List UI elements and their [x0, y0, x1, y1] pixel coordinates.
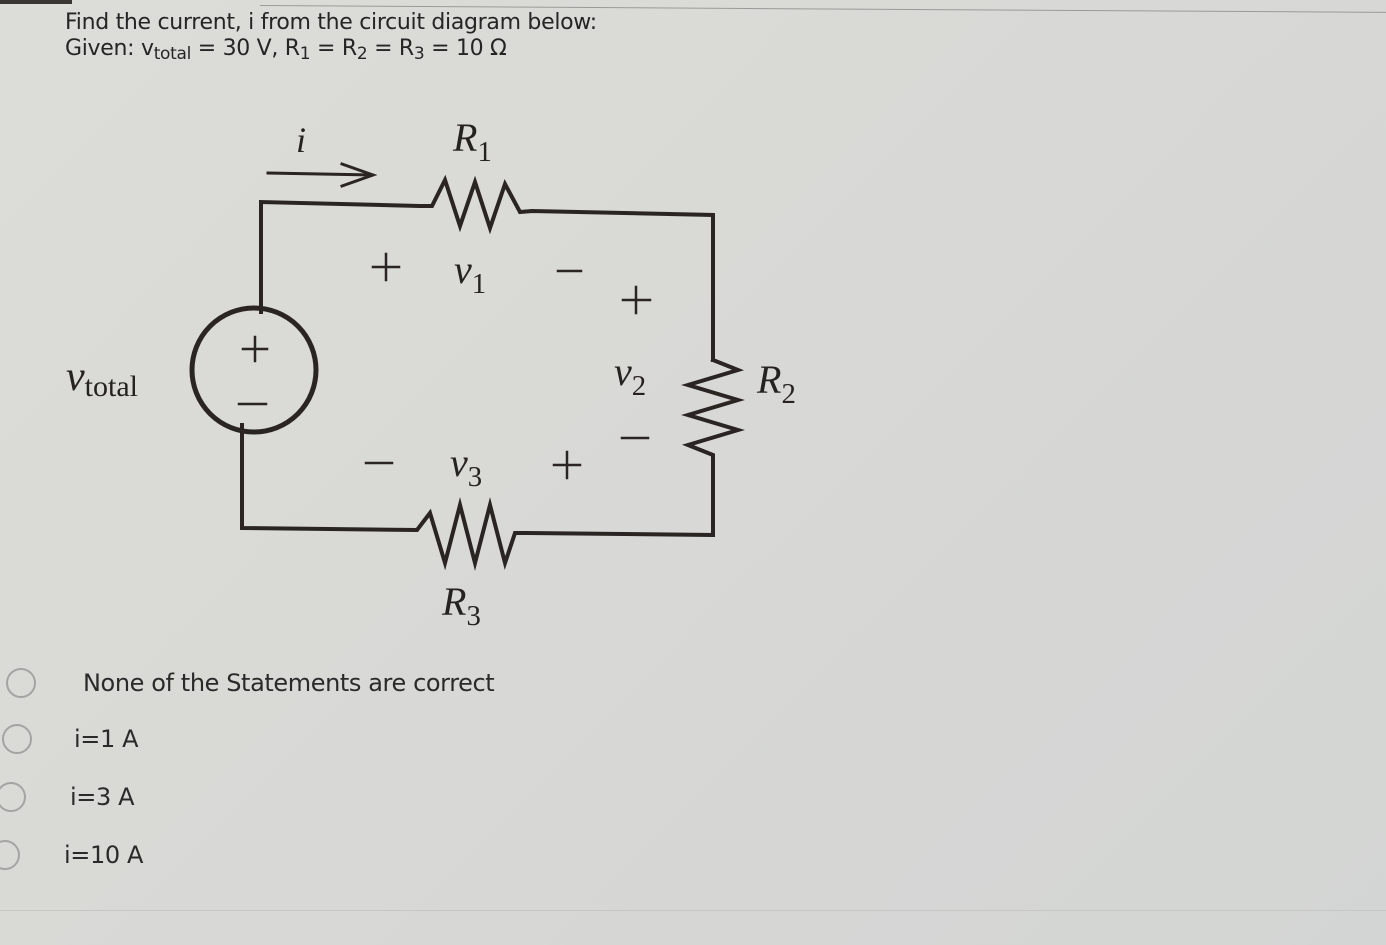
- r3-label: R3: [442, 579, 481, 633]
- v1-polarity-icon: [371, 252, 583, 282]
- r2-label: R2: [757, 357, 796, 411]
- resistor-r1-icon: [259, 174, 715, 362]
- question-given: Given: vtotal = 30 V, R1 = R2 = R3 = 10 …: [65, 36, 507, 64]
- v2-polarity-icon: [620, 285, 652, 440]
- question-text: Find the current, i from the circuit dia…: [65, 10, 597, 64]
- v3-label: v3: [450, 440, 483, 494]
- v3-polarity-icon: [364, 450, 582, 480]
- option-label: i=10 A: [64, 841, 143, 869]
- r1-label: R1: [453, 115, 492, 169]
- current-label: i: [296, 120, 307, 160]
- source-polarity-icon: [237, 335, 269, 406]
- option-i-1a[interactable]: i=1 A: [2, 724, 139, 754]
- option-i-3a[interactable]: i=3 A: [0, 782, 135, 812]
- option-i-10a[interactable]: i=10 A: [0, 840, 143, 870]
- voltage-source-icon: [189, 305, 319, 435]
- radio-button[interactable]: [6, 668, 36, 698]
- radio-button[interactable]: [2, 724, 32, 754]
- question-prompt: Find the current, i from the circuit dia…: [65, 10, 597, 35]
- option-label: i=3 A: [70, 783, 135, 811]
- top-edge-bar: [0, 0, 72, 4]
- option-label: i=1 A: [74, 725, 139, 753]
- resistor-r3-icon: [240, 423, 716, 571]
- bottom-divider: [0, 910, 1386, 911]
- option-none-correct[interactable]: None of the Statements are correct: [6, 668, 495, 698]
- v1-label: v1: [454, 247, 487, 301]
- v2-label: v2: [614, 349, 647, 403]
- vtotal-label: vtotal: [66, 354, 138, 403]
- radio-button[interactable]: [0, 782, 26, 812]
- radio-button[interactable]: [0, 840, 20, 870]
- option-label: None of the Statements are correct: [83, 669, 495, 697]
- resistor-r2-icon: [681, 357, 745, 537]
- current-arrow-icon: [266, 162, 378, 188]
